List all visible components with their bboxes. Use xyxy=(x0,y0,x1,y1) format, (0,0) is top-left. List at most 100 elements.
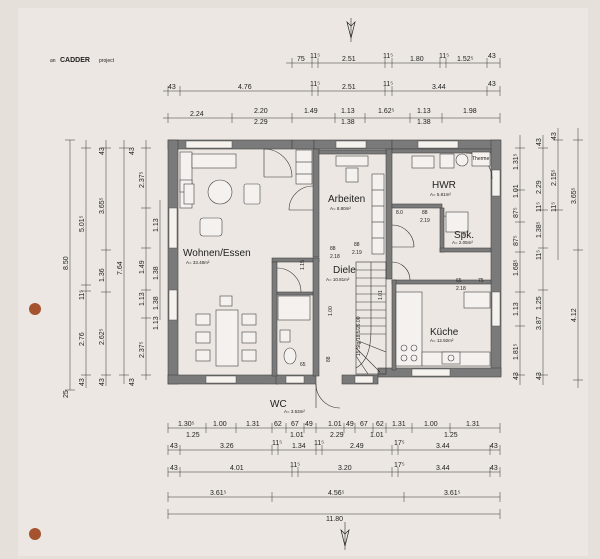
top-dim-21: 1.13 xyxy=(417,108,431,115)
top-dim-2: 11⁵ xyxy=(310,53,320,60)
svg-text:65: 65 xyxy=(456,278,462,284)
svg-text:17⁵: 17⁵ xyxy=(394,462,405,469)
interior-dim-labels: 88 2.19 88 2.19 88 2.18 65 75 2.18 65 1.… xyxy=(300,210,484,368)
svg-text:1.31: 1.31 xyxy=(392,421,406,428)
right-dim-15: 3.87 xyxy=(536,316,543,330)
right-dim-4: 87⁵ xyxy=(513,235,520,246)
left-dim-14: 1.49 xyxy=(139,260,146,274)
left-dim-4: 2.76 xyxy=(79,332,86,346)
left-dim-16: 2.37⁵ xyxy=(139,341,146,358)
top-dim-5: 1.80 xyxy=(410,56,424,63)
svg-text:2.19: 2.19 xyxy=(352,250,362,256)
right-dim-18: 2.15⁵ xyxy=(551,169,558,186)
left-dim-20: 1.38 xyxy=(153,296,160,310)
bottom-dimension-lines xyxy=(167,423,501,519)
kitchen-counters xyxy=(395,291,491,367)
svg-text:4.56⁵: 4.56⁵ xyxy=(328,490,345,497)
svg-text:1.25: 1.25 xyxy=(444,432,458,439)
punch-hole-bottom xyxy=(29,528,41,540)
right-dim-6: 1.13 xyxy=(513,302,520,316)
svg-text:67: 67 xyxy=(291,421,299,428)
stair-label: 15 Stg 18.5/26.00 xyxy=(356,316,362,356)
svg-text:17⁵: 17⁵ xyxy=(394,440,405,447)
room-name-diele: Diele xyxy=(333,265,356,276)
right-dim-9: 43 xyxy=(536,138,543,146)
svg-text:1.00: 1.00 xyxy=(424,421,438,428)
right-dim-2: 1.01 xyxy=(513,184,520,198)
top-dim-25: 1.38 xyxy=(417,119,431,126)
room-area-wohnen-essen: A= 33.48m² xyxy=(186,260,210,265)
svg-text:1.01: 1.01 xyxy=(370,432,384,439)
svg-text:4.01: 4.01 xyxy=(230,465,244,472)
svg-text:3.61⁵: 3.61⁵ xyxy=(444,490,461,497)
svg-text:1.34: 1.34 xyxy=(292,443,306,450)
svg-text:62: 62 xyxy=(376,421,384,428)
right-dim-8: 43 xyxy=(513,372,520,380)
top-dim-14: 3.44 xyxy=(432,84,446,91)
svg-text:2.49: 2.49 xyxy=(350,443,364,450)
svg-text:3.61⁵: 3.61⁵ xyxy=(210,490,227,497)
top-dim-12: 2.51 xyxy=(342,84,356,91)
left-dim-labels: 8.50 5.01⁵ 11⁵ 2.76 43 43 3.65⁵ 1.36 2.6… xyxy=(63,147,160,398)
top-dim-4: 11⁵ xyxy=(383,53,393,60)
logo-prefix: an xyxy=(50,58,56,64)
top-dim-3: 2.51 xyxy=(342,56,356,63)
right-dim-1: 1.31⁵ xyxy=(513,153,520,170)
staircase xyxy=(355,261,387,375)
svg-text:11⁵: 11⁵ xyxy=(314,440,324,447)
svg-text:11⁵: 11⁵ xyxy=(290,462,300,469)
left-dim-22: 25 xyxy=(63,390,70,398)
left-dim-3: 11⁵ xyxy=(79,290,86,300)
right-dimension-lines xyxy=(515,128,583,388)
svg-text:2.29: 2.29 xyxy=(330,432,344,439)
room-area-wc: A= 3.53m² xyxy=(284,409,305,414)
right-dim-10: 2.29 xyxy=(536,180,543,194)
right-dim-20: 3.65⁵ xyxy=(571,187,578,204)
room-area-arbeiten: A= 8.80m² xyxy=(330,206,351,211)
section-marker-top xyxy=(346,18,356,42)
left-dim-6: 43 xyxy=(99,147,106,155)
svg-text:65: 65 xyxy=(300,362,306,368)
left-dimension-lines xyxy=(65,139,161,391)
top-dim-16: 2.24 xyxy=(190,111,204,118)
top-dim-20: 1.62⁵ xyxy=(378,108,395,115)
right-dim-21: 4.12 xyxy=(571,308,578,322)
wc-fixtures xyxy=(277,295,311,365)
room-name-kueche: Küche xyxy=(430,327,459,338)
top-dim-18: 1.49 xyxy=(304,108,318,115)
logo-suffix: project xyxy=(99,58,115,64)
room-name-wc: WC xyxy=(270,399,287,410)
top-dim-10: 4.76 xyxy=(238,84,252,91)
room-name-wohnen-essen: Wohnen/Essen xyxy=(183,248,251,259)
right-dim-7: 1.81⁵ xyxy=(513,343,520,360)
svg-text:67: 67 xyxy=(360,421,368,428)
right-dim-5: 1.68⁵ xyxy=(513,259,520,276)
right-dim-14: 1.25 xyxy=(536,296,543,310)
svg-text:43: 43 xyxy=(170,465,178,472)
right-dim-13: 11⁵ xyxy=(536,250,543,260)
svg-text:1.15: 1.15 xyxy=(300,260,306,270)
right-dim-11: 11⁵ xyxy=(536,202,543,212)
bottom-dim-labels: 1.30⁵ 1.00 1.31 62 67 49 1.01 49 67 62 1… xyxy=(170,421,498,523)
sofa-and-armchairs xyxy=(179,151,261,237)
room-area-spk: A= 2.05m² xyxy=(452,240,473,245)
svg-text:43: 43 xyxy=(490,465,498,472)
svg-text:1.01: 1.01 xyxy=(290,432,304,439)
svg-text:2.19: 2.19 xyxy=(420,218,430,224)
svg-text:88: 88 xyxy=(326,356,332,362)
left-dim-15: 1.13 xyxy=(139,292,146,306)
interior-walls xyxy=(271,148,492,377)
room-area-diele: A= 10.81m² xyxy=(326,277,350,282)
svg-text:3.26: 3.26 xyxy=(220,443,234,450)
room-name-hwr: HWR xyxy=(432,180,456,191)
svg-text:1.00: 1.00 xyxy=(213,421,227,428)
top-dim-19: 1.13 xyxy=(341,108,355,115)
svg-text:11.80: 11.80 xyxy=(326,516,343,523)
left-dim-19: 1.38 xyxy=(153,266,160,280)
room-area-kueche: A= 12.92m² xyxy=(430,338,454,343)
dining-table-and-chairs xyxy=(195,295,257,367)
left-dim-10: 43 xyxy=(99,378,106,386)
svg-text:43: 43 xyxy=(490,443,498,450)
utility-fixtures xyxy=(411,151,491,233)
left-dim-8: 1.36 xyxy=(99,268,106,282)
